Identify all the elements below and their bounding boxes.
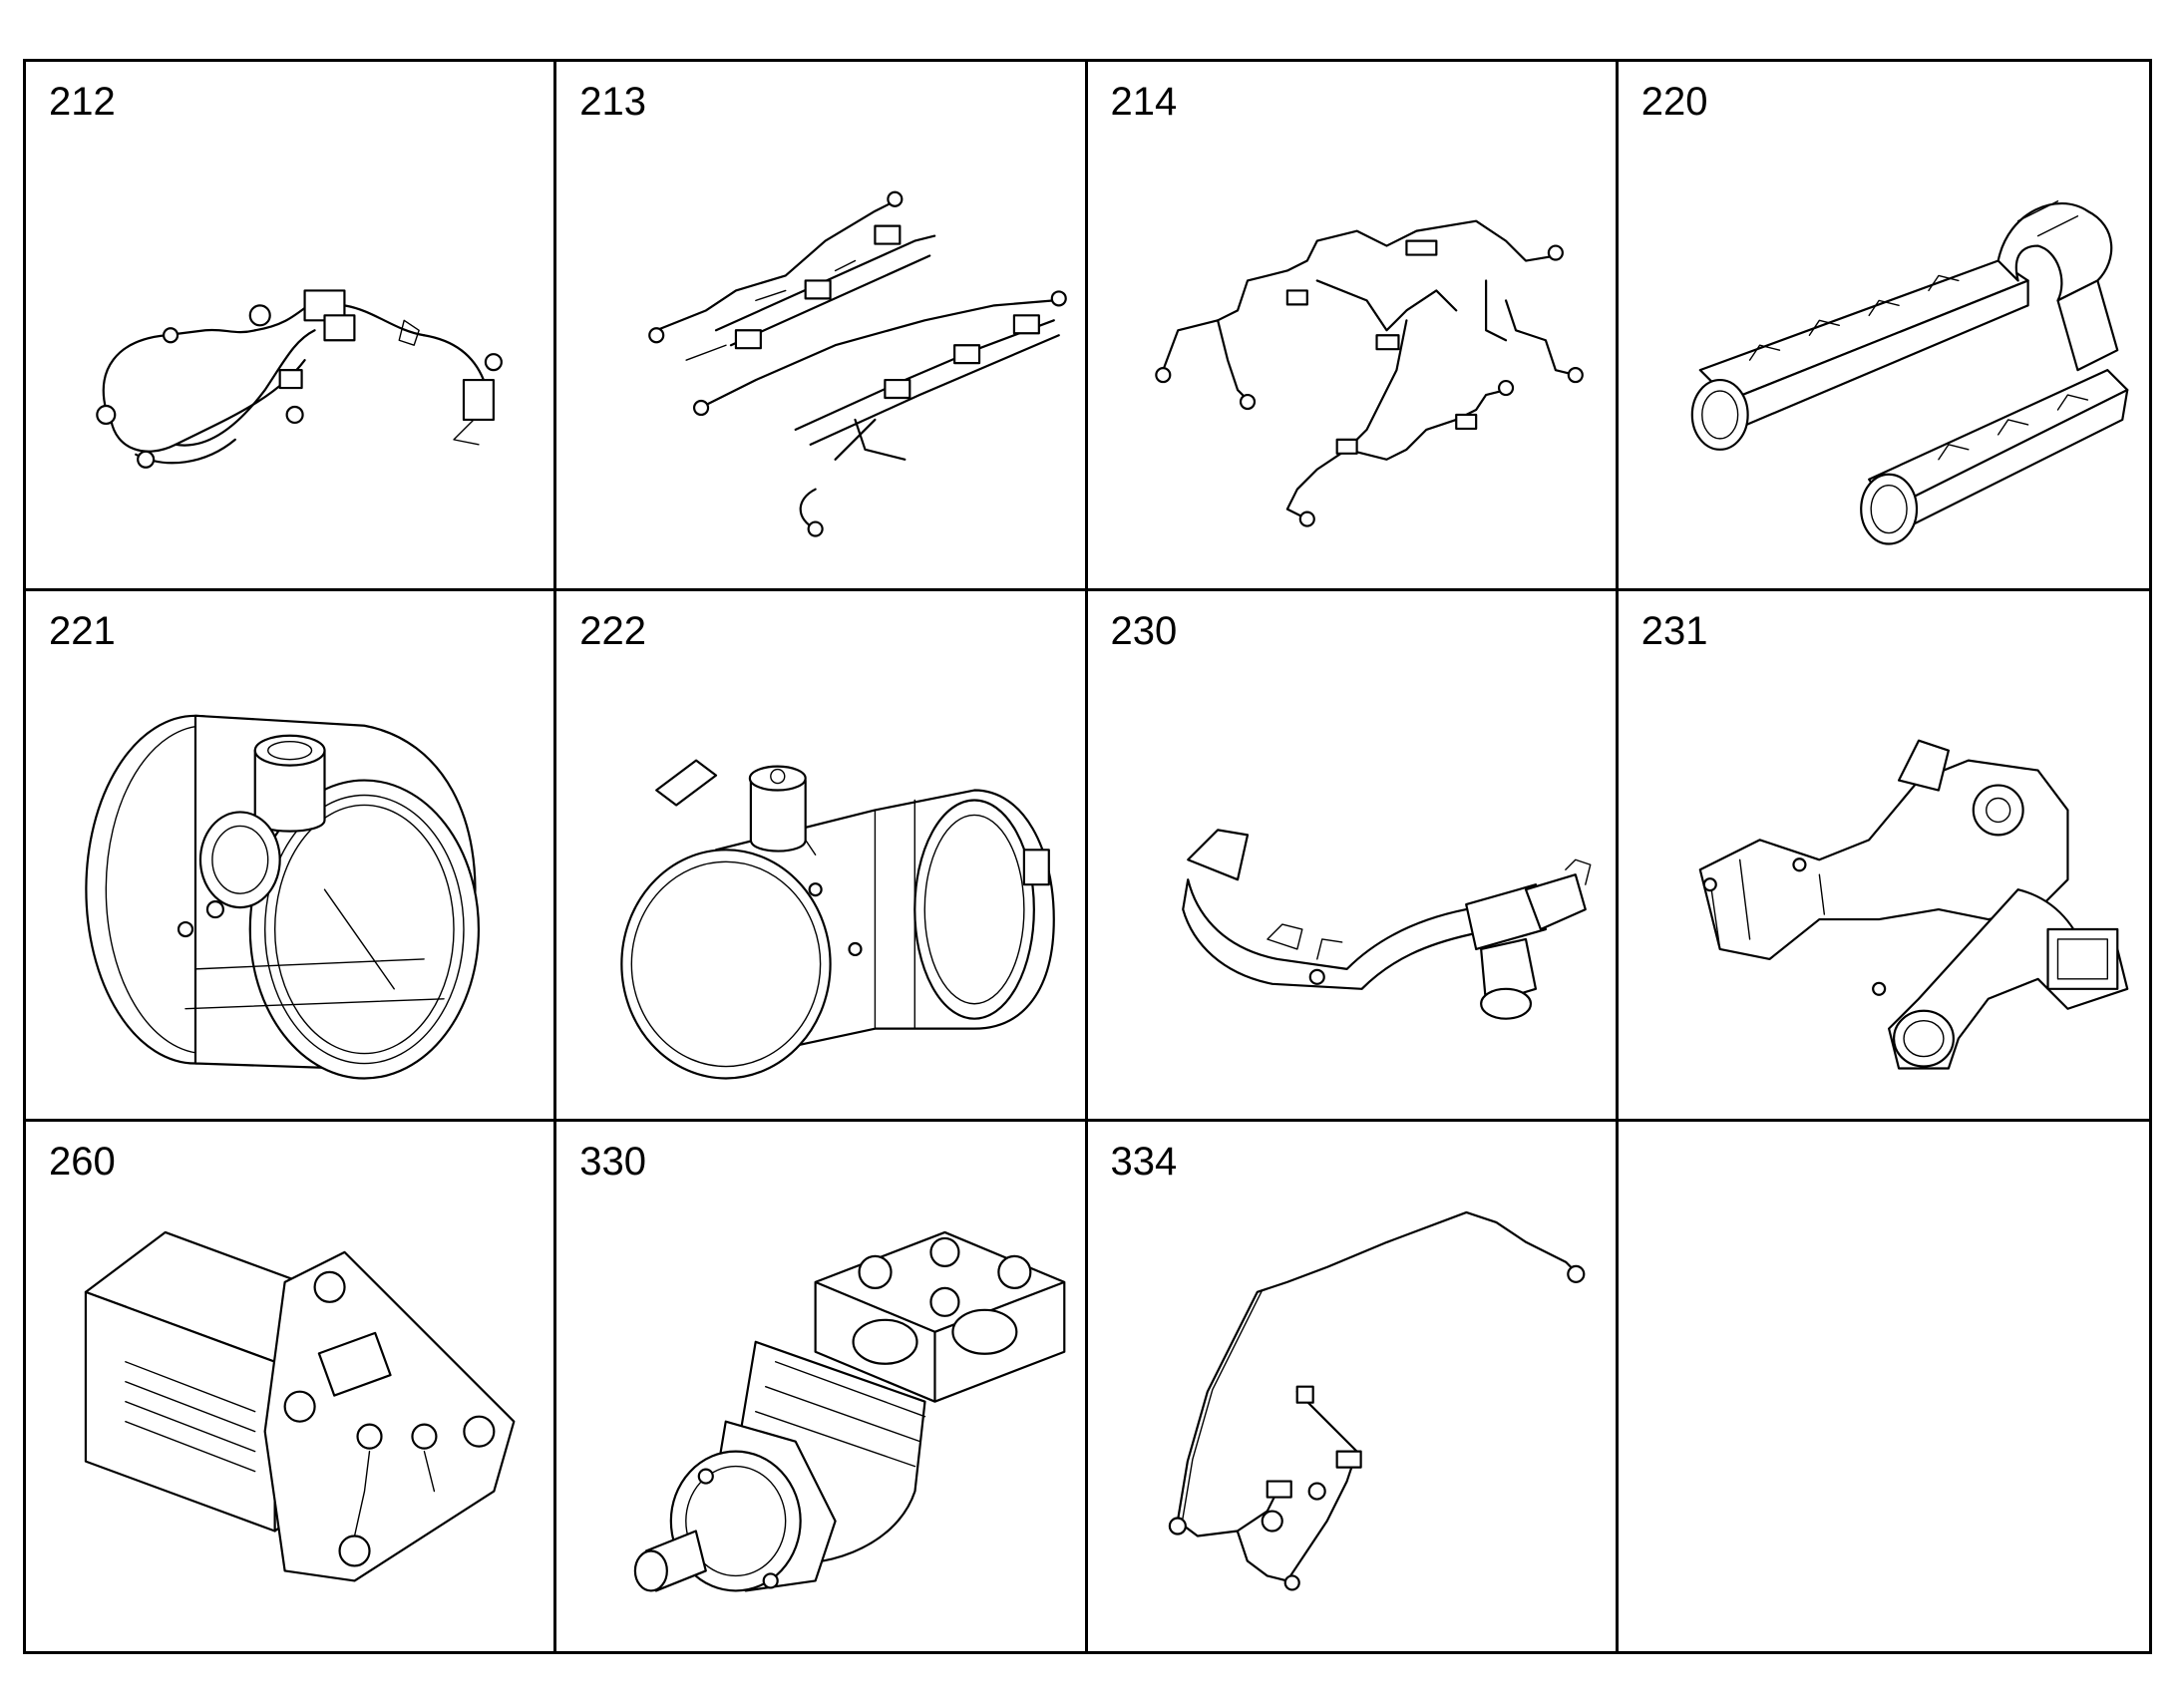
cell-label: 221 [49, 609, 116, 654]
catalog-cell-222[interactable]: 222 [556, 591, 1088, 1122]
catalog-cell-220[interactable]: 220 [1618, 62, 2149, 592]
cell-label: 213 [579, 80, 646, 124]
catalog-cell-212[interactable]: 212 [26, 62, 557, 592]
cell-label: 230 [1110, 609, 1178, 654]
cell-label: 330 [579, 1139, 646, 1184]
catalog-cell-330[interactable]: 330 [556, 1121, 1088, 1651]
cell-label: 334 [1110, 1139, 1178, 1184]
cell-label: 214 [1110, 80, 1178, 124]
sensor-harness-illustration [1088, 132, 1616, 588]
cell-label: 231 [1640, 609, 1708, 654]
cell-label: 260 [49, 1139, 116, 1184]
catalog-cell-231[interactable]: 231 [1618, 591, 2149, 1122]
cell-label: 222 [579, 609, 646, 654]
cell-label: 220 [1640, 80, 1708, 124]
heater-plate-illustration [26, 1192, 553, 1651]
fuel-line-illustration [1088, 1192, 1616, 1651]
intake-manifold-illustration [1619, 132, 2149, 588]
catalog-cell-221[interactable]: 221 [26, 591, 557, 1122]
exhaust-manifold-illustration [1619, 661, 2149, 1118]
exhaust-pipe-catalyst-illustration [1088, 661, 1616, 1118]
parts-catalog-grid: 212 [23, 59, 2152, 1654]
air-filter-housing-illustration [26, 661, 553, 1118]
wiring-harness-illustration [26, 132, 553, 588]
catalog-cell-230[interactable]: 230 [1087, 591, 1619, 1122]
catalog-cell-214[interactable]: 214 [1087, 62, 1619, 592]
catalog-cell-213[interactable]: 213 [556, 62, 1088, 592]
catalog-cell-334[interactable]: 334 [1088, 1121, 1619, 1651]
air-compressor-illustration [556, 1192, 1084, 1651]
injector-harness-illustration [556, 132, 1084, 588]
catalog-cell-empty [1619, 1122, 2149, 1651]
particulate-filter-illustration [556, 661, 1084, 1118]
cell-label: 212 [49, 80, 116, 124]
catalog-cell-260[interactable]: 260 [26, 1121, 557, 1651]
